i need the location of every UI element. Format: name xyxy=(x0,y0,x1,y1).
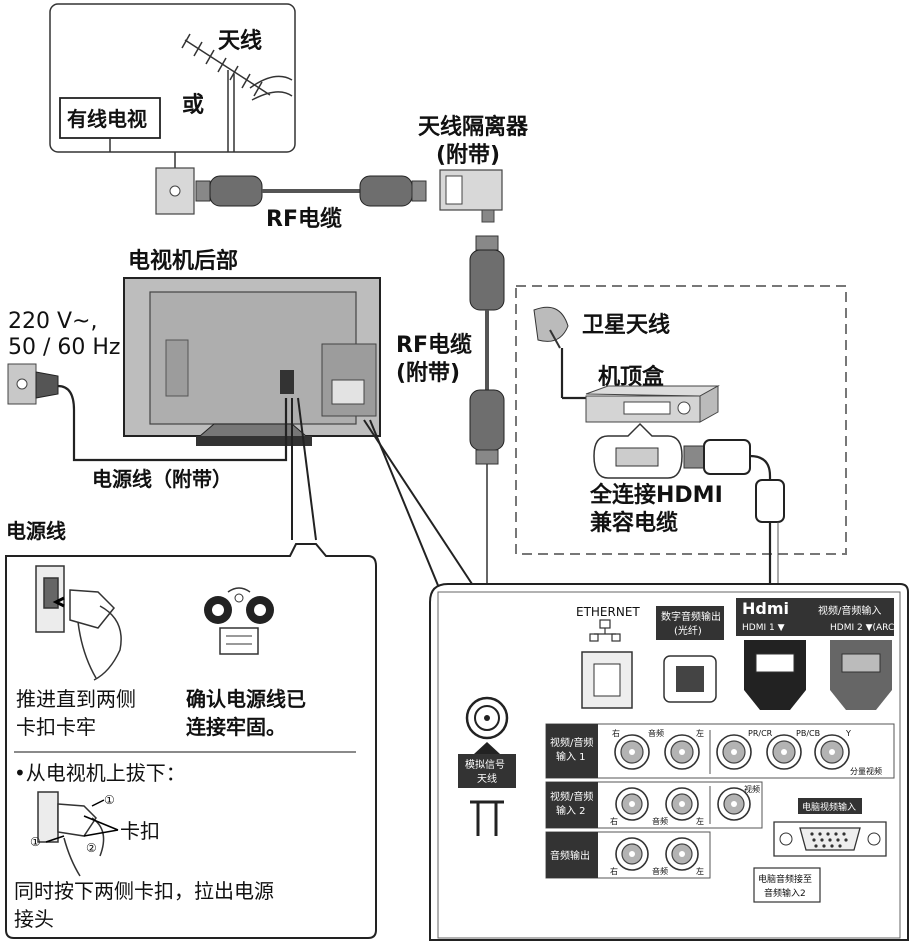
plug-secured-icon xyxy=(204,587,274,655)
satellite-dish-icon xyxy=(533,306,586,400)
antenna-icon xyxy=(181,33,293,152)
network-icon xyxy=(589,619,621,642)
ethernet-label: ETHERNET xyxy=(576,605,640,619)
av2-audio-label: 音频 xyxy=(652,816,668,826)
splitter-label: 天线隔离器 xyxy=(418,114,529,140)
rf-cable-label: RF电缆 xyxy=(266,206,342,232)
audio-out-jacks[interactable] xyxy=(615,837,699,871)
circled-1-left: ① xyxy=(30,835,41,849)
tv-rear-label: 电视机后部 xyxy=(128,248,238,274)
power-outlet xyxy=(7,363,59,405)
hdmi-cable-label-1: 全连接HDMI xyxy=(589,482,723,508)
antenna-symbol-icon xyxy=(470,800,504,836)
confirm-label-1: 确认电源线已 xyxy=(186,687,306,711)
hdmi1-port[interactable] xyxy=(744,640,806,710)
remove-title: •从电视机上拔下： xyxy=(14,761,186,785)
antenna-source-box: 天线 有线电视 或 xyxy=(49,3,296,170)
clip-label: 卡扣 xyxy=(120,819,160,843)
video-label: 视频 xyxy=(744,784,760,794)
av1-right-label: 右 xyxy=(612,728,620,738)
voltage-label: 220 V~, xyxy=(8,309,97,334)
rf-cable-supplied-label: RF电缆 xyxy=(396,332,472,358)
tv-rear xyxy=(123,277,381,446)
av1-audio-label: 音频 xyxy=(648,728,664,738)
pb-label: PB/CB xyxy=(796,729,820,738)
av1-label-2: 输入 1 xyxy=(556,750,586,763)
hdmi1-label: HDMI 1 ▼ xyxy=(742,623,785,633)
set-top-box xyxy=(585,385,720,423)
zoom-lines xyxy=(291,397,477,601)
audio-out-label: 音频输出 xyxy=(550,849,590,862)
out-left-label: 左 xyxy=(696,866,704,876)
power-cord-label: 电源线 xyxy=(6,519,66,543)
circled-1-top: ① xyxy=(104,793,115,807)
rf-cable-top xyxy=(195,175,427,207)
av2-label-2: 输入 2 xyxy=(556,804,586,817)
analog-antenna-label-1: 模拟信号 xyxy=(465,758,505,771)
power-cord-supplied-label: 电源线（附带） xyxy=(92,467,232,491)
or-label: 或 xyxy=(182,92,204,118)
rf-cable-supplied-note: (附带) xyxy=(396,360,460,386)
hdmi-cable-label-2: 兼容电缆 xyxy=(590,510,678,536)
hdmi2-label: HDMI 2 ▼(ARC) xyxy=(830,623,898,633)
pc-audio-label-1: 电脑音频接至 xyxy=(758,873,812,885)
digital-audio-label-2: (光纤) xyxy=(674,624,702,637)
pc-input-label: 电脑视频输入 xyxy=(802,801,856,813)
hdmi2-port[interactable] xyxy=(830,640,892,710)
plug-remove-illustration xyxy=(37,791,119,877)
push-label-1: 推进直到两侧 xyxy=(16,687,136,711)
wall-antenna-socket xyxy=(155,167,195,215)
plug-insert-illustration xyxy=(35,565,122,681)
remove-instruction-2: 接头 xyxy=(14,907,54,931)
pr-label: PR/CR xyxy=(748,729,773,738)
component-label: 分量视频 xyxy=(850,766,882,776)
cable-tv-label: 有线电视 xyxy=(67,107,147,131)
power-cord-line xyxy=(57,384,288,462)
satellite-group xyxy=(515,285,847,555)
av2-jacks[interactable] xyxy=(615,787,751,821)
out-right-label: 右 xyxy=(610,866,618,876)
y-label: Y xyxy=(845,729,851,738)
splitter-note: (附带) xyxy=(436,142,500,168)
av1-left-label: 左 xyxy=(696,728,704,738)
av1-jacks[interactable] xyxy=(614,734,850,770)
circled-2: ② xyxy=(86,841,97,855)
frequency-label: 50 / 60 Hz xyxy=(8,335,120,360)
av2-right-label: 右 xyxy=(610,816,618,826)
push-label-2: 卡扣卡牢 xyxy=(16,715,96,739)
remove-instruction-1: 同时按下两侧卡扣，拉出电源 xyxy=(14,879,274,903)
vga-port[interactable] xyxy=(773,821,887,857)
antenna-splitter xyxy=(439,169,503,223)
antenna-label: 天线 xyxy=(218,28,262,54)
confirm-label-2: 连接牢固。 xyxy=(186,715,286,739)
hdmi-logo: Hdmi xyxy=(742,599,789,618)
analog-antenna-label-2: 天线 xyxy=(477,772,497,785)
av-input-label: 视频/音频输入 xyxy=(818,604,881,617)
digital-audio-label-1: 数字音频输出 xyxy=(661,610,721,623)
power-panel xyxy=(5,543,377,939)
av2-label-1: 视频/音频 xyxy=(550,790,593,803)
out-audio-label: 音频 xyxy=(652,866,668,876)
pc-audio-label-2: 音频输入2 xyxy=(764,887,806,899)
satellite-antenna-label: 卫星天线 xyxy=(582,312,670,338)
av2-left-label: 左 xyxy=(696,816,704,826)
av1-label-1: 视频/音频 xyxy=(550,736,593,749)
